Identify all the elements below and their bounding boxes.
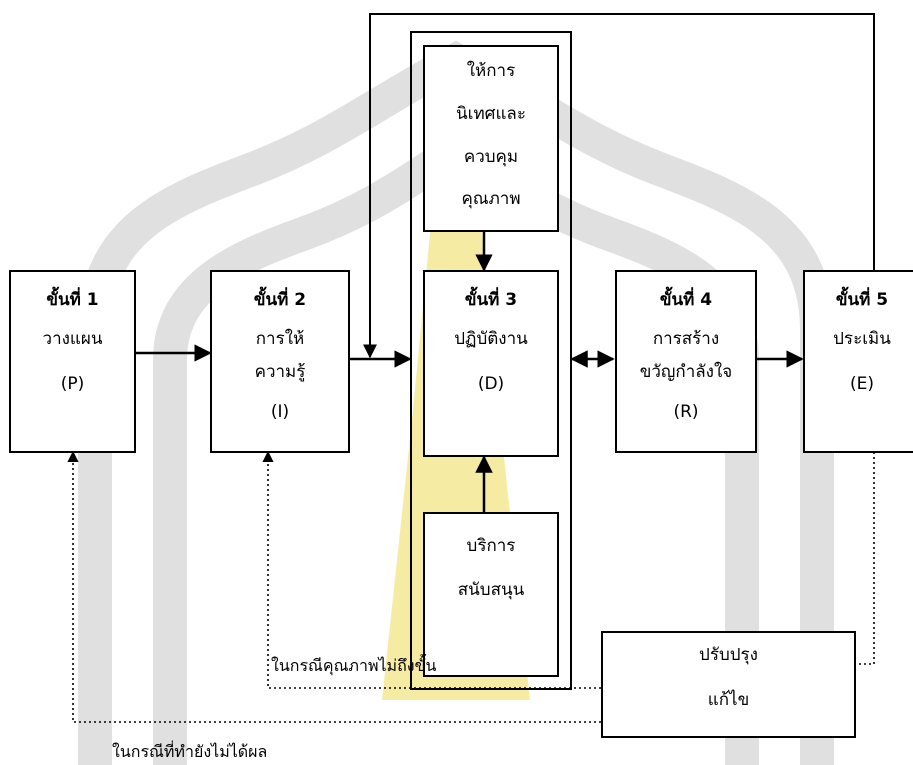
step3-box: ขั้นที่ 3 ปฏิบัติงาน (D) [423,270,559,457]
improve-box: ปรับปรุง แก้ไข [601,631,856,738]
step1-label: วางแผน [42,329,103,349]
supervision-line2: นิเทศและ [456,104,526,124]
step5-label: ประเมิน [833,329,891,349]
support-line1: บริการ [466,536,516,556]
step4-abbrev: (R) [673,402,699,422]
caption-quality-not-reached: ในกรณีคุณภาพไม่ถึงขั้น [271,656,437,675]
step3-abbrev: (D) [477,374,505,394]
step5-title: ขั้นที่ 5 [835,290,889,310]
step1-box: ขั้นที่ 1 วางแผน (P) [9,270,136,453]
step2-abbrev: (I) [270,402,290,422]
supervision-line3: ควบคุม [463,147,519,167]
support-line2: สนับสนุน [457,580,525,600]
caption-not-effective: ในกรณีที่ทำยังไม่ได้ผล [112,742,268,761]
step4-box: ขั้นที่ 4 การสร้าง ขวัญกำลังใจ (R) [615,270,757,453]
step3-group-frame [410,31,572,690]
step5-box: ขั้นที่ 5 ประเมิน (E) [803,270,913,453]
dotted-arrow-improve-to-step1 [67,450,601,723]
supervision-line1: ให้การ [466,61,516,81]
step5-abbrev: (E) [849,374,874,394]
step2-box: ขั้นที่ 2 การให้ ความรู้ (I) [210,270,350,453]
support-box: บริการ สนับสนุน [423,512,559,677]
improve-line1: ปรับปรุง [699,645,758,665]
step3-label: ปฏิบัติงาน [454,329,528,349]
step4-label-line1: การสร้าง [652,329,720,349]
step2-title: ขั้นที่ 2 [253,290,307,310]
step1-title: ขั้นที่ 1 [46,290,99,310]
step2-label-line2: ความรู้ [254,362,306,382]
step3-title: ขั้นที่ 3 [464,290,518,310]
feedback-line-step5-to-step2 [363,13,875,359]
supervision-box: ให้การ นิเทศและ ควบคุม คุณภาพ [423,45,559,232]
step4-title: ขั้นที่ 4 [659,290,713,310]
step1-abbrev: (P) [60,374,85,394]
dotted-line-step5-to-improve [856,452,875,665]
improve-line2: แก้ไข [707,690,750,710]
step2-label-line1: การให้ [255,329,305,349]
step4-label-line2: ขวัญกำลังใจ [639,362,733,382]
supervision-line4: คุณภาพ [461,189,521,209]
